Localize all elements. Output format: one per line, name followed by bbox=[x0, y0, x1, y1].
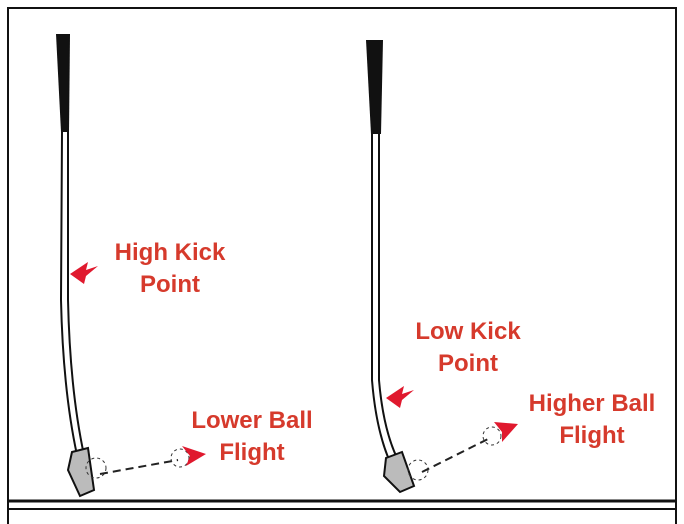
ball-end-right bbox=[482, 426, 502, 446]
flight-path-left bbox=[99, 459, 179, 475]
low-kick-label-1: Low Kick bbox=[415, 318, 521, 345]
ball-end-left bbox=[170, 448, 190, 468]
arrow-high-kick bbox=[70, 262, 98, 284]
arrow-higher-flight bbox=[494, 422, 518, 442]
ball-start-left bbox=[85, 457, 107, 479]
flight-path-right bbox=[421, 437, 491, 473]
arrow-low-kick bbox=[386, 386, 414, 408]
golf-club-left bbox=[56, 34, 96, 498]
arrow-lower-flight bbox=[182, 446, 206, 466]
higher-flight-label-2: Flight bbox=[559, 422, 624, 449]
high-kick-label-1: High Kick bbox=[115, 239, 226, 266]
frame bbox=[7, 7, 677, 524]
golf-club-right bbox=[366, 40, 416, 494]
high-kick-label-2: Point bbox=[140, 271, 200, 298]
lower-flight-label-2: Flight bbox=[219, 439, 284, 466]
low-kick-label-2: Point bbox=[438, 350, 498, 377]
lower-flight-label-1: Lower Ball bbox=[191, 407, 312, 434]
higher-flight-label-1: Higher Ball bbox=[529, 390, 656, 417]
